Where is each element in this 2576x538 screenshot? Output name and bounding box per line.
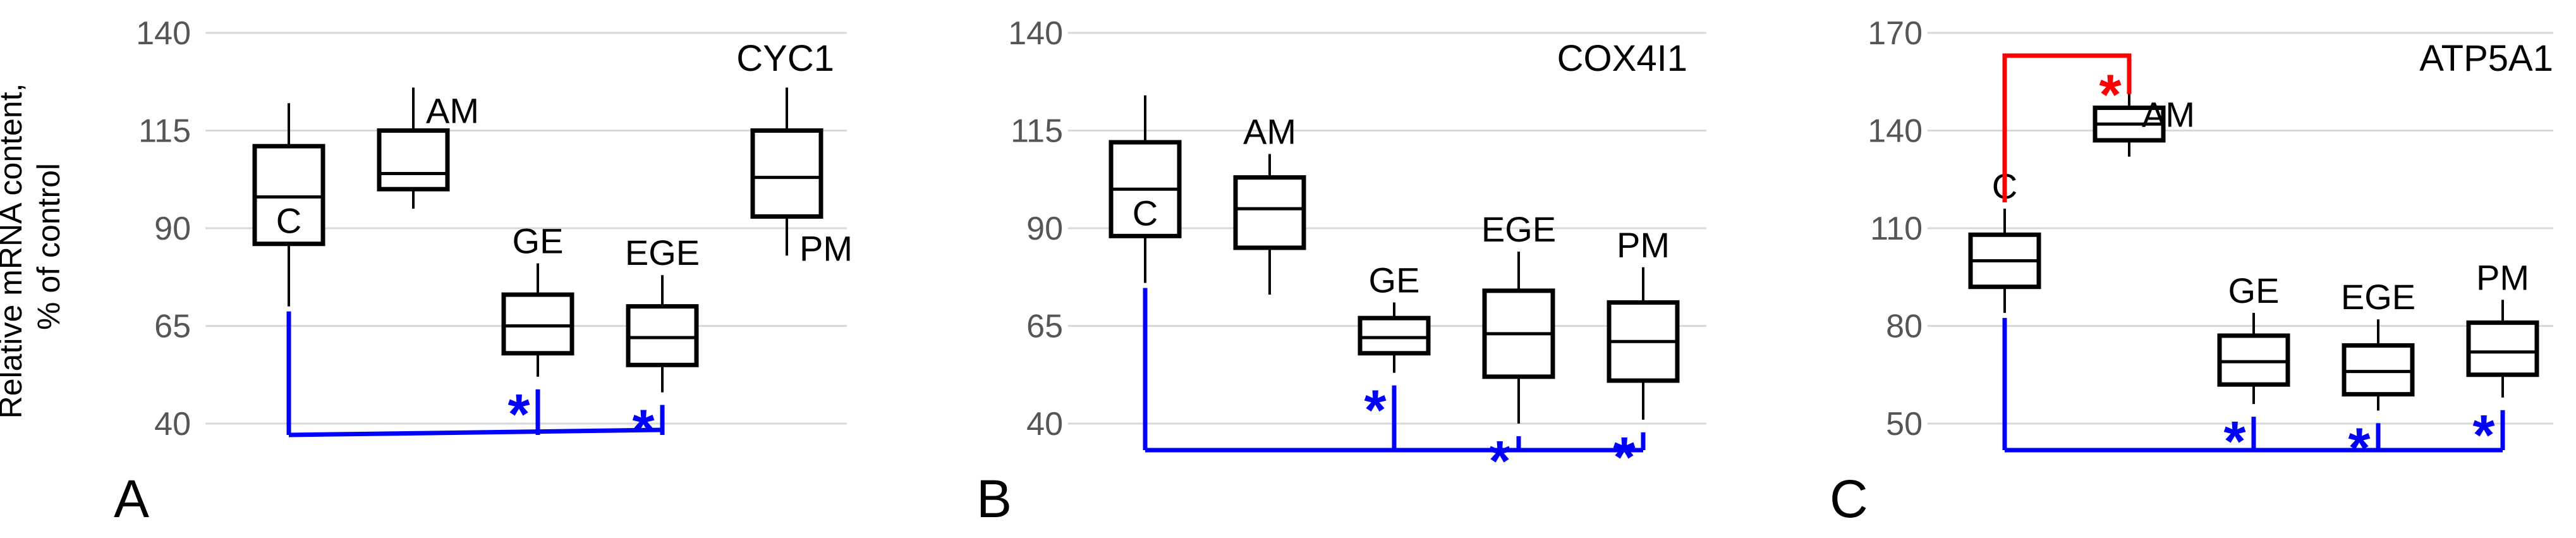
gene-title: CYC1: [736, 38, 834, 79]
group-label-ege: EGE: [2341, 277, 2415, 317]
y-axis-label-line-2: % of control: [31, 163, 66, 330]
y-axis-label-line-1: Relative mRNA content,: [0, 83, 28, 419]
box-c: C: [1968, 166, 2041, 313]
y-tick-label: 140: [1008, 15, 1063, 52]
box-ge: GE: [1358, 260, 1431, 373]
y-tick-label: 65: [154, 309, 191, 345]
box-iqr: [1233, 175, 1306, 250]
group-label-ge: GE: [513, 221, 564, 261]
significance-star: *: [632, 399, 654, 462]
significance-star: *: [1613, 426, 1635, 489]
group-label-ge: GE: [1369, 260, 1420, 300]
group-label-pm: PM: [1617, 225, 1670, 265]
y-tick-label: 110: [1870, 211, 1923, 247]
box-iqr: [2342, 343, 2415, 397]
significance-star: *: [2472, 404, 2494, 467]
y-tick-label: 90: [154, 211, 191, 247]
box-ege: EGE: [1481, 209, 1556, 424]
y-tick-label: 140: [1868, 113, 1923, 150]
box-iqr: [252, 144, 325, 247]
significance-star: *: [2223, 410, 2245, 474]
y-tick-label: 40: [1026, 406, 1063, 443]
box-iqr: [2217, 333, 2290, 387]
y-tick-label: 65: [1026, 309, 1063, 345]
y-tick-label: 40: [154, 406, 191, 443]
box-ge: GE: [501, 221, 574, 377]
significance-star: *: [2348, 417, 2370, 480]
box-c: C: [1109, 95, 1182, 283]
group-label-ege: EGE: [1481, 209, 1556, 249]
significance-decrease: * * *: [1143, 288, 1646, 493]
group-label-pm: PM: [2476, 257, 2529, 297]
y-tick-label: 80: [1886, 309, 1923, 345]
y-tick-label: 170: [1868, 15, 1923, 52]
bracket-increase: [2002, 53, 2132, 203]
group-label-am: AM: [2142, 95, 2195, 135]
significance-star: *: [507, 383, 530, 446]
group-label-am: AM: [426, 91, 479, 131]
box-c: C: [252, 103, 325, 307]
significance-decrease: * * *: [2002, 317, 2505, 480]
panel-letter: C: [1830, 469, 1868, 529]
box-iqr: [501, 292, 574, 356]
box-am: AM: [1233, 112, 1306, 295]
box-ge: GE: [2217, 271, 2290, 405]
group-label-ge: GE: [2228, 271, 2280, 310]
panel-letter: B: [976, 469, 1012, 529]
gene-title: ATP5A1: [2419, 38, 2553, 79]
bracket-base: [288, 427, 663, 437]
y-tick-label: 140: [136, 15, 191, 52]
box-pm: PM: [750, 87, 853, 268]
box-pm: PM: [1607, 225, 1680, 420]
y-tick-label: 115: [1011, 113, 1063, 150]
box-am: AM: [2093, 91, 2195, 157]
panel-letter: A: [114, 469, 149, 529]
y-tick-label: 50: [1886, 406, 1923, 443]
y-tick-label: 115: [138, 113, 191, 150]
group-label-c: C: [276, 201, 301, 241]
box-iqr: [1358, 315, 1431, 356]
box-iqr: [750, 128, 823, 219]
group-label-pm: PM: [799, 228, 853, 268]
y-axis-label: Relative mRNA content, % of control: [0, 75, 66, 419]
gene-title: COX4I1: [1557, 38, 1687, 79]
significance-star: *: [2099, 64, 2121, 127]
box-iqr: [2466, 320, 2539, 377]
box-iqr: [377, 128, 450, 192]
significance-star: *: [1488, 430, 1510, 493]
group-label-ege: EGE: [625, 233, 700, 272]
y-tick-label: 90: [1026, 211, 1063, 247]
box-am: AM: [377, 87, 479, 209]
box-ege: EGE: [625, 233, 700, 393]
group-label-am: AM: [1243, 112, 1296, 152]
group-label-c: C: [1133, 193, 1158, 233]
significance-decrease: **: [286, 311, 665, 462]
box-pm: PM: [2466, 257, 2539, 398]
significance-increase: *: [2002, 53, 2132, 203]
significance-star: *: [1364, 379, 1386, 443]
box-ege: EGE: [2341, 277, 2415, 411]
box-iqr: [626, 304, 699, 367]
